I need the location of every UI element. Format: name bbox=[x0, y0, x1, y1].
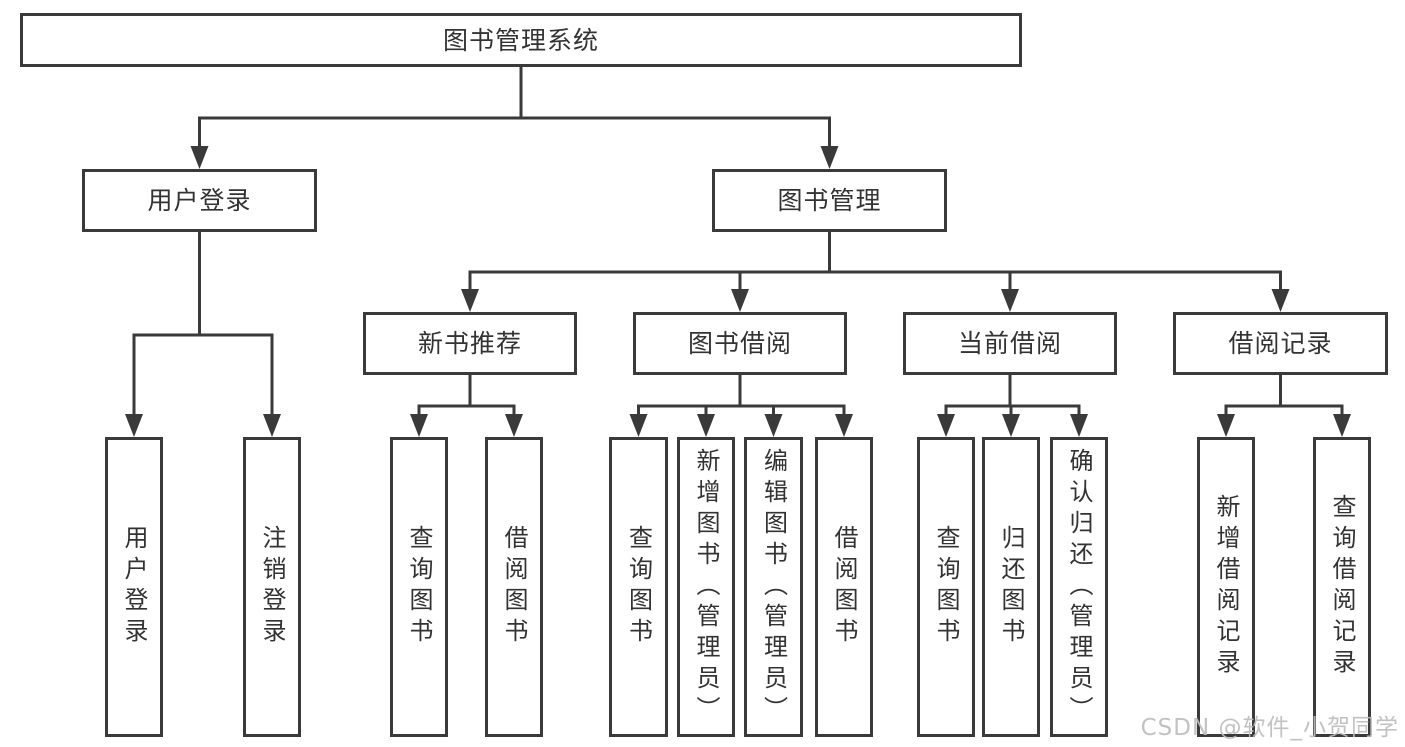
node-label: 查询图书 bbox=[624, 525, 653, 649]
node-current-borrow: 当前借阅 bbox=[903, 312, 1117, 375]
node-label: 注销登录 bbox=[258, 525, 286, 649]
node-label: 查询借阅记录 bbox=[1328, 494, 1356, 680]
node-user-login-op: 用户登录 bbox=[105, 437, 163, 737]
node-label: 新增图书（管理员） bbox=[692, 447, 720, 727]
node-query-book-rec: 查询图书 bbox=[390, 437, 448, 737]
connector-borrow-records bbox=[1217, 374, 1351, 437]
connector-root bbox=[190, 66, 839, 169]
node-label: 用户登录 bbox=[120, 525, 148, 649]
node-book-mgmt: 图书管理 bbox=[712, 169, 947, 232]
arrowhead bbox=[697, 414, 715, 437]
node-book-borrow: 图书借阅 bbox=[633, 312, 847, 375]
node-query-book-cur: 查询图书 bbox=[917, 437, 975, 737]
node-label: 查询图书 bbox=[405, 525, 433, 649]
node-label: 新增借阅记录 bbox=[1212, 494, 1240, 680]
node-query-book-borrow: 查询图书 bbox=[609, 437, 668, 737]
node-label: 新书推荐 bbox=[417, 329, 522, 358]
connector-current-borrow bbox=[937, 374, 1088, 437]
node-add-borrow-record: 新增借阅记录 bbox=[1197, 437, 1255, 737]
node-borrow-book-rec: 借阅图书 bbox=[485, 437, 543, 737]
arrowhead bbox=[505, 414, 523, 437]
arrowhead bbox=[1001, 289, 1019, 312]
node-label: 图书管理 bbox=[777, 186, 882, 215]
node-label: 编辑图书（管理员） bbox=[759, 447, 788, 727]
node-label: 归还图书 bbox=[997, 525, 1025, 649]
node-label: 借阅图书 bbox=[500, 525, 528, 649]
node-label: 图书借阅 bbox=[687, 329, 792, 358]
node-confirm-return: 确认归还（管理员） bbox=[1050, 437, 1108, 737]
connector-new-book-rec bbox=[410, 374, 523, 437]
arrowhead bbox=[125, 414, 143, 437]
node-label: 当前借阅 bbox=[957, 329, 1062, 358]
node-new-book-rec: 新书推荐 bbox=[363, 312, 577, 375]
node-label: 借阅记录 bbox=[1228, 329, 1333, 358]
arrowhead bbox=[629, 414, 648, 437]
arrowhead bbox=[731, 289, 749, 312]
arrowhead bbox=[1217, 414, 1235, 437]
node-label: 图书管理系统 bbox=[442, 25, 599, 55]
node-borrow-records: 借阅记录 bbox=[1173, 312, 1388, 375]
connector-book-borrow bbox=[629, 374, 853, 437]
arrowhead bbox=[410, 414, 428, 437]
arrowhead bbox=[1070, 414, 1088, 437]
node-return-book: 归还图书 bbox=[982, 437, 1040, 737]
arrowhead bbox=[263, 414, 281, 437]
node-edit-book: 编辑图书（管理员） bbox=[744, 437, 803, 737]
arrowhead bbox=[1002, 414, 1020, 437]
connector-book-mgmt bbox=[461, 231, 1290, 312]
node-label: 用户登录 bbox=[147, 186, 252, 215]
arrowhead bbox=[835, 414, 853, 437]
arrowhead bbox=[820, 146, 839, 169]
arrowhead bbox=[764, 414, 783, 437]
arrowhead bbox=[1271, 289, 1290, 312]
node-query-borrow-record: 查询借阅记录 bbox=[1313, 437, 1371, 737]
node-root: 图书管理系统 bbox=[20, 13, 1022, 67]
arrowhead bbox=[937, 414, 955, 437]
node-add-book: 新增图书（管理员） bbox=[677, 437, 735, 737]
arrowhead bbox=[190, 146, 209, 169]
node-label: 借阅图书 bbox=[830, 525, 858, 649]
connector-user-login bbox=[125, 231, 281, 437]
arrowhead bbox=[461, 289, 479, 312]
node-borrow-book: 借阅图书 bbox=[815, 437, 873, 737]
node-logout-op: 注销登录 bbox=[243, 437, 301, 737]
node-label: 确认归还（管理员） bbox=[1065, 447, 1093, 727]
node-user-login: 用户登录 bbox=[82, 169, 317, 232]
arrowhead bbox=[1333, 414, 1351, 437]
node-label: 查询图书 bbox=[932, 525, 960, 649]
